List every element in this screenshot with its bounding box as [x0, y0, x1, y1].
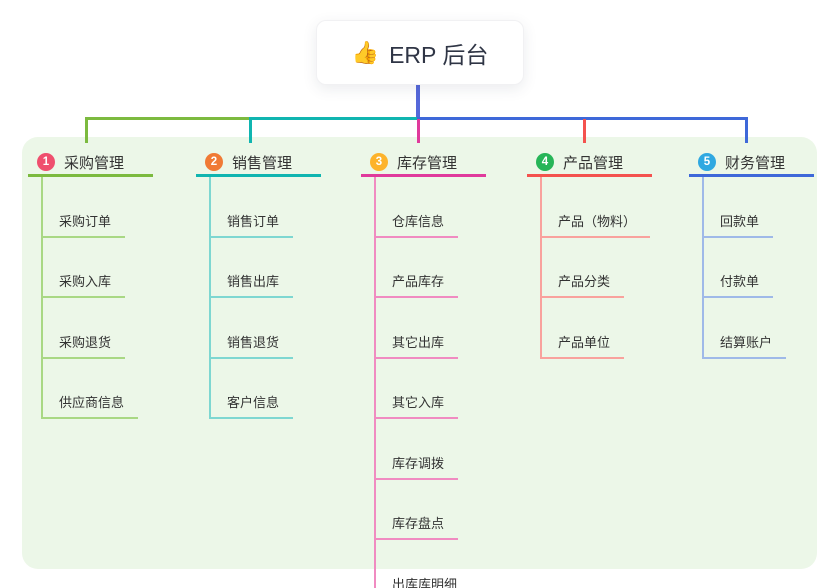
branch-product: 4 产品管理 产品（物料） 产品分类 产品单位 — [527, 150, 652, 359]
branch-sales-children: 销售订单 销售出库 销售退货 客户信息 — [209, 177, 321, 419]
branch-number-badge: 3 — [370, 153, 388, 171]
root-stem-line — [416, 83, 420, 120]
node-customer-info[interactable]: 客户信息 — [211, 359, 294, 419]
node-product-unit[interactable]: 产品单位 — [542, 298, 625, 359]
node-product-stock[interactable]: 产品库存 — [376, 238, 459, 298]
node-receipt-bill[interactable]: 回款单 — [704, 177, 774, 238]
branch-purchase-children: 采购订单 采购入库 采购退货 供应商信息 — [41, 177, 153, 419]
background-panel — [22, 137, 817, 569]
node-product-material[interactable]: 产品（物料） — [542, 177, 651, 238]
node-outbound-detail[interactable]: 出库库明细 — [376, 540, 471, 588]
branch-label: 采购管理 — [64, 154, 125, 172]
thumbs-up-icon: 👍 — [351, 39, 380, 65]
node-stock-count[interactable]: 库存盘点 — [376, 480, 459, 540]
node-sales-return[interactable]: 销售退货 — [211, 298, 294, 359]
node-payment-bill[interactable]: 付款单 — [704, 238, 774, 298]
branch-number-badge: 4 — [536, 153, 554, 171]
node-other-outbound[interactable]: 其它出库 — [376, 298, 459, 359]
branch-finance-children: 回款单 付款单 结算账户 — [702, 177, 814, 359]
node-product-category[interactable]: 产品分类 — [542, 238, 625, 298]
drop-line-branch3 — [417, 119, 420, 143]
node-sales-order[interactable]: 销售订单 — [211, 177, 294, 238]
node-warehouse-info[interactable]: 仓库信息 — [376, 177, 459, 238]
branch-label: 销售管理 — [232, 154, 293, 172]
drop-line-branch1 — [85, 117, 88, 143]
branch-purchase-header[interactable]: 1 采购管理 — [28, 150, 153, 177]
drop-line-branch2 — [249, 117, 252, 143]
branch-finance: 5 财务管理 回款单 付款单 结算账户 — [689, 150, 814, 359]
node-supplier-info[interactable]: 供应商信息 — [43, 359, 139, 419]
branch-inventory-header[interactable]: 3 库存管理 — [361, 150, 486, 177]
branch-number-badge: 2 — [205, 153, 223, 171]
branch-product-header[interactable]: 4 产品管理 — [527, 150, 652, 177]
root-title: ERP 后台 — [389, 41, 489, 68]
branch-label: 财务管理 — [725, 154, 786, 172]
branch-inventory: 3 库存管理 仓库信息 产品库存 其它出库 其它入库 库存调拨 库存盘点 出库库… — [361, 150, 486, 588]
branch-product-children: 产品（物料） 产品分类 产品单位 — [540, 177, 652, 359]
branch-number-badge: 5 — [698, 153, 716, 171]
node-settlement-account[interactable]: 结算账户 — [704, 298, 787, 359]
node-stock-transfer[interactable]: 库存调拨 — [376, 419, 459, 480]
branch-number-badge: 1 — [37, 153, 55, 171]
node-purchase-return[interactable]: 采购退货 — [43, 298, 126, 359]
branch-finance-header[interactable]: 5 财务管理 — [689, 150, 814, 177]
drop-line-branch4 — [583, 119, 586, 143]
node-sales-outbound[interactable]: 销售出库 — [211, 238, 294, 298]
node-other-inbound[interactable]: 其它入库 — [376, 359, 459, 419]
node-purchase-inbound[interactable]: 采购入库 — [43, 238, 126, 298]
branch-inventory-children: 仓库信息 产品库存 其它出库 其它入库 库存调拨 库存盘点 出库库明细 — [374, 177, 486, 588]
branch-label: 库存管理 — [397, 154, 458, 172]
drop-line-branch5 — [745, 117, 748, 143]
branch-sales-header[interactable]: 2 销售管理 — [196, 150, 321, 177]
bus-line-branch2 — [249, 117, 419, 120]
node-purchase-order[interactable]: 采购订单 — [43, 177, 126, 238]
branch-purchase: 1 采购管理 采购订单 采购入库 采购退货 供应商信息 — [28, 150, 153, 419]
branch-label: 产品管理 — [563, 154, 624, 172]
bus-line-branch5 — [417, 117, 748, 120]
root-node[interactable]: 👍 ERP 后台 — [316, 20, 524, 85]
branch-sales: 2 销售管理 销售订单 销售出库 销售退货 客户信息 — [196, 150, 321, 419]
